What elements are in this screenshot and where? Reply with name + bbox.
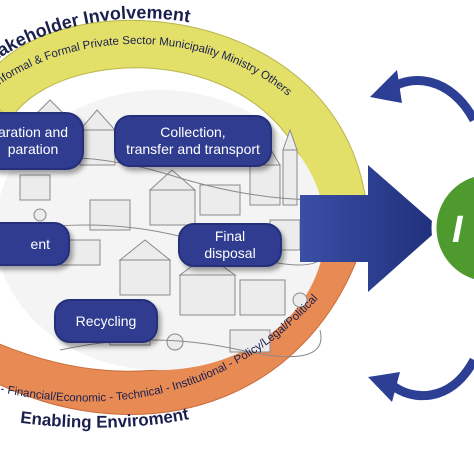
recycling-box: Recycling xyxy=(54,299,158,343)
recycling-label: Recycling xyxy=(75,312,137,329)
separation-line-1: aration and xyxy=(0,124,69,140)
collection-box: Collection, transfer and transport xyxy=(114,115,272,167)
treatment-label: ent xyxy=(30,235,50,252)
impact-circle xyxy=(431,171,474,285)
separation-box: aration and paration xyxy=(0,112,84,170)
treatment-box: ent xyxy=(0,222,70,266)
top-arrow-head xyxy=(370,70,402,103)
right-arrow xyxy=(300,165,440,292)
stakeholder-band xyxy=(0,20,366,206)
final-disposal-label: Final disposal xyxy=(204,228,256,261)
collection-line-2: transfer and transport xyxy=(126,141,260,157)
final-disposal-box: Final disposal xyxy=(178,223,282,267)
collection-line-1: Collection, xyxy=(160,124,226,140)
curved-return-arrow xyxy=(389,357,474,400)
bottom-arrow-head xyxy=(368,372,400,402)
separation-line-2: paration xyxy=(7,141,59,157)
impact-circle-text: I xyxy=(452,209,464,251)
curved-return-arrow xyxy=(389,76,474,123)
